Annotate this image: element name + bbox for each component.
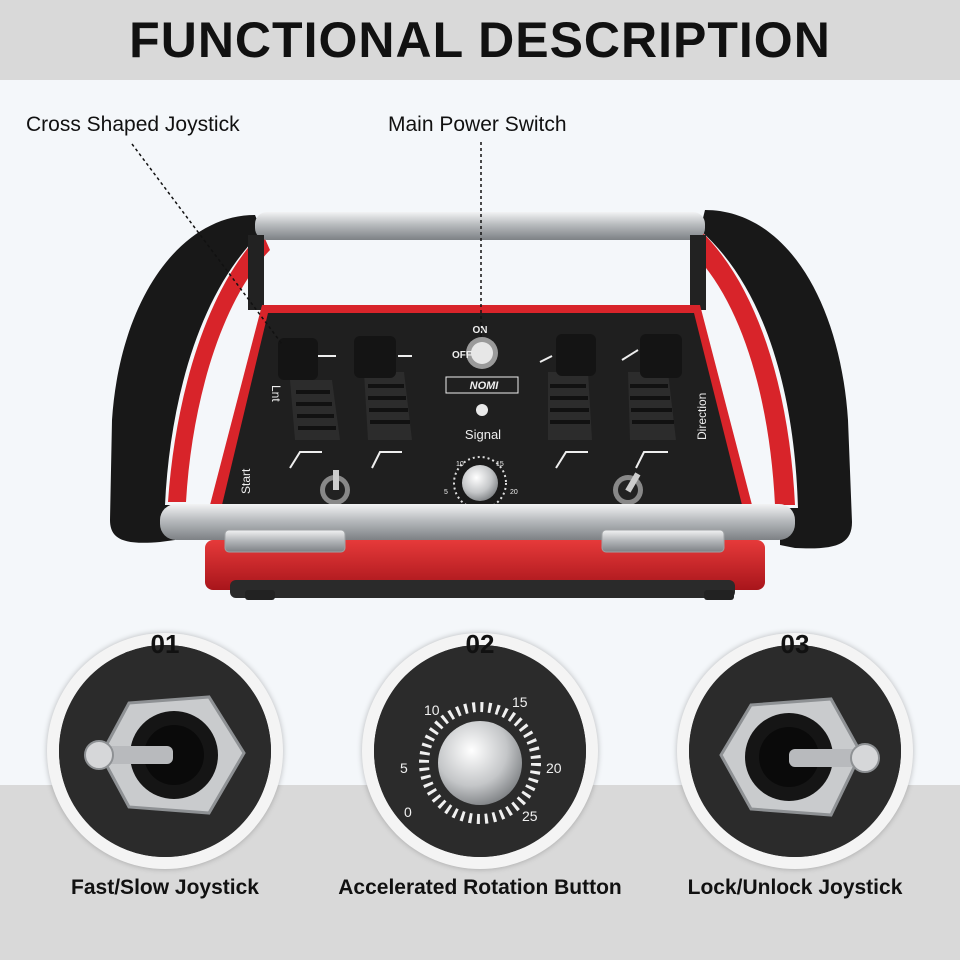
right-handle bbox=[690, 210, 852, 549]
lock-unlock-closeup bbox=[689, 645, 901, 857]
left-edge-label: Lnt bbox=[269, 385, 283, 402]
feature-number: 03 bbox=[780, 629, 810, 659]
dial-scale: 0 5 10 15 20 25 bbox=[400, 694, 562, 824]
feature-rotation: 0 5 10 15 20 25 02 bbox=[362, 629, 598, 869]
rotation-closeup: 0 5 10 15 20 25 bbox=[374, 645, 586, 857]
top-handle-bar bbox=[255, 212, 705, 240]
switch-on-label: ON bbox=[473, 325, 488, 336]
fast-slow-toggle[interactable] bbox=[320, 470, 350, 505]
dial-closeup-icon: 0 5 10 15 20 25 bbox=[374, 645, 586, 857]
joystick-callout: Cross Shaped Joystick bbox=[26, 113, 240, 136]
power-switch-callout: Main Power Switch bbox=[388, 113, 567, 136]
main-power-switch[interactable] bbox=[466, 337, 498, 369]
toggle-switch-closeup-icon bbox=[59, 645, 271, 857]
switch-off-label: OFF bbox=[452, 350, 472, 361]
function-symbols bbox=[289, 349, 668, 469]
feature-number: 01 bbox=[150, 629, 180, 659]
knob-scale: 5 10 15 20 bbox=[444, 461, 518, 496]
joystick-2[interactable] bbox=[354, 336, 412, 440]
svg-text:15: 15 bbox=[512, 694, 528, 710]
signal-label: Signal bbox=[465, 427, 501, 442]
svg-text:5: 5 bbox=[400, 760, 408, 776]
title-banner: FUNCTIONAL DESCRIPTION bbox=[0, 0, 960, 80]
joystick-4[interactable] bbox=[628, 334, 682, 440]
joystick-1[interactable] bbox=[278, 338, 340, 440]
svg-text:20: 20 bbox=[510, 489, 518, 496]
brand-logo: NOMI bbox=[445, 376, 519, 394]
svg-text:15: 15 bbox=[496, 461, 504, 468]
direction-label: Direction bbox=[695, 393, 709, 440]
svg-text:10: 10 bbox=[456, 461, 464, 468]
left-handle bbox=[110, 215, 270, 543]
svg-text:NOMI: NOMI bbox=[470, 380, 500, 392]
caption-rotation: Accelerated Rotation Button bbox=[338, 876, 622, 899]
lock-unlock-toggle[interactable] bbox=[613, 472, 643, 505]
joystick-3[interactable] bbox=[548, 334, 596, 440]
joystick-leader-line bbox=[131, 143, 283, 345]
lock-toggle-closeup-icon bbox=[689, 645, 901, 857]
svg-text:25: 25 bbox=[522, 808, 538, 824]
feature-fast-slow: 01 bbox=[47, 629, 283, 869]
caption-fast-slow: Fast/Slow Joystick bbox=[71, 876, 259, 899]
svg-text:10: 10 bbox=[424, 702, 440, 718]
feature-lock-unlock: 03 bbox=[677, 629, 913, 869]
page-title: FUNCTIONAL DESCRIPTION bbox=[129, 12, 831, 68]
signal-led bbox=[476, 404, 488, 416]
fast-slow-closeup bbox=[59, 645, 271, 857]
svg-text:0: 0 bbox=[404, 804, 412, 820]
svg-text:5: 5 bbox=[444, 489, 448, 496]
start-label: Start bbox=[239, 468, 253, 494]
caption-lock-unlock: Lock/Unlock Joystick bbox=[687, 876, 903, 899]
svg-text:20: 20 bbox=[546, 760, 562, 776]
feature-number: 02 bbox=[465, 629, 495, 659]
